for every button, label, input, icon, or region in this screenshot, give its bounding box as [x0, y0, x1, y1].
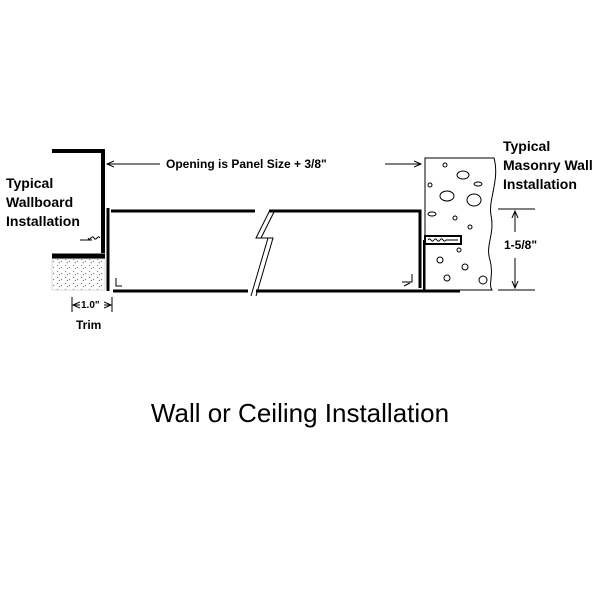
trim-label: Trim: [76, 318, 102, 332]
wallboard-label-line: Wallboard: [6, 194, 74, 210]
depth-dimension: 1-5/8": [504, 236, 538, 255]
masonry-label-line: Installation: [503, 176, 577, 192]
trim-dimension: 1.0": [81, 300, 100, 311]
screw-icon: [80, 236, 101, 241]
masonry-label: Typical Masonry Wall Installation: [503, 137, 593, 194]
anchor-icon: [427, 238, 458, 242]
wallboard-label-line: Typical: [6, 175, 54, 191]
masonry-wall: [424, 157, 497, 291]
dimension-lines: [71, 164, 535, 312]
access-panel: [106, 208, 460, 297]
masonry-label-line: Typical: [503, 138, 551, 154]
wallboard-wall: [51, 149, 106, 291]
wallboard-label-line: Installation: [6, 213, 80, 229]
diagram-title: Wall or Ceiling Installation: [150, 398, 450, 428]
wallboard-label: Typical Wallboard Installation: [6, 174, 80, 231]
opening-label: Opening is Panel Size + 3/8": [166, 157, 327, 171]
masonry-label-line: Masonry Wall: [503, 157, 593, 173]
